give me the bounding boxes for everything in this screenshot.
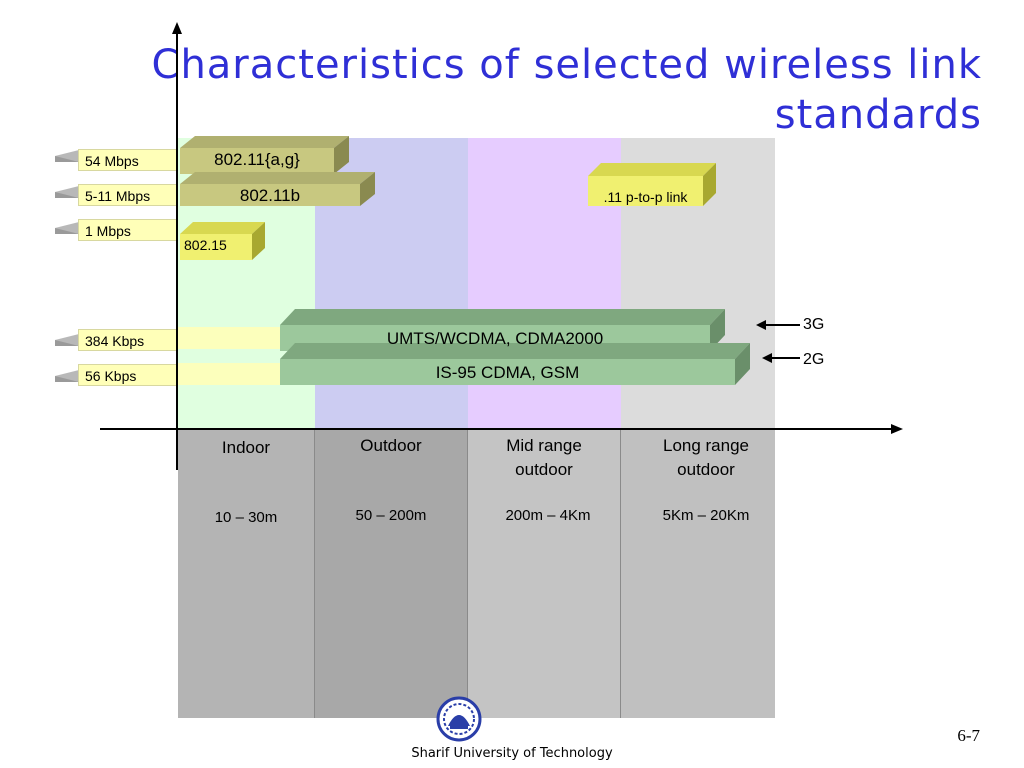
rate-tail xyxy=(55,370,79,382)
column-range-long-range: 5Km – 20Km xyxy=(662,507,750,524)
x-axis xyxy=(100,428,895,430)
arrow-2g xyxy=(762,353,800,363)
slide-title: Characteristics of selected wireless lin… xyxy=(151,42,982,138)
column-outdoor-base xyxy=(315,430,467,718)
rate-label-54mbps: 54 Mbps xyxy=(78,149,178,171)
column-label-long-range: Long range outdoor xyxy=(662,436,750,479)
column-label-mid-range: Mid range outdoor xyxy=(506,436,582,479)
bar-is95 xyxy=(280,343,750,385)
label-is95: IS-95 CDMA, GSM xyxy=(435,363,580,382)
axis-arrow-up xyxy=(172,22,182,34)
column-mid-base xyxy=(468,430,620,718)
column-range-indoor: 10 – 30m xyxy=(214,509,278,526)
column-range-mid-range: 200m – 4Km xyxy=(505,507,591,524)
bar-80211b xyxy=(180,172,375,206)
column-divider xyxy=(620,430,621,718)
column-divider xyxy=(314,430,315,718)
label-2g: 2G xyxy=(803,351,825,368)
bar-80211ag xyxy=(180,136,349,174)
rate-label-1mbps: 1 Mbps xyxy=(78,219,178,241)
label-umts: UMTS/WCDMA, CDMA2000 xyxy=(386,329,604,348)
arrow-3g xyxy=(756,320,800,330)
rate-tail xyxy=(55,334,79,346)
label-3g: 3G xyxy=(803,316,825,333)
slide-number: 6-7 xyxy=(957,726,980,745)
rate-label-56kbps: 56 Kbps xyxy=(78,364,178,386)
rate-tail xyxy=(55,150,79,162)
rate-tail xyxy=(55,222,79,234)
rate-tail xyxy=(55,186,79,198)
column-divider xyxy=(467,430,468,718)
column-indoor-base xyxy=(178,430,314,718)
rate-label-5-11mbps: 5-11 Mbps xyxy=(78,184,178,206)
rate-band-56kbps xyxy=(178,363,288,385)
university-logo xyxy=(436,696,482,742)
label-80215: 802.15 xyxy=(184,237,227,253)
y-axis xyxy=(176,30,178,470)
rate-band-384kbps xyxy=(178,327,288,349)
footer-institution: Sharif University of Technology xyxy=(411,746,613,761)
rate-label-384kbps: 384 Kbps xyxy=(78,329,178,351)
column-label-indoor: Indoor xyxy=(221,438,271,457)
axis-arrow-right xyxy=(891,424,903,434)
column-range-outdoor: 50 – 200m xyxy=(355,507,427,524)
bar-p-to-p-link xyxy=(588,163,716,206)
label-80211b: 802.11b xyxy=(239,186,301,205)
bar-80215 xyxy=(180,222,265,260)
column-long-base xyxy=(621,430,775,718)
column-label-outdoor: Outdoor xyxy=(360,436,422,455)
label-p-to-p-link: .11 p-to-p link xyxy=(603,189,688,205)
label-80211ag: 802.11{a,g} xyxy=(214,150,300,169)
